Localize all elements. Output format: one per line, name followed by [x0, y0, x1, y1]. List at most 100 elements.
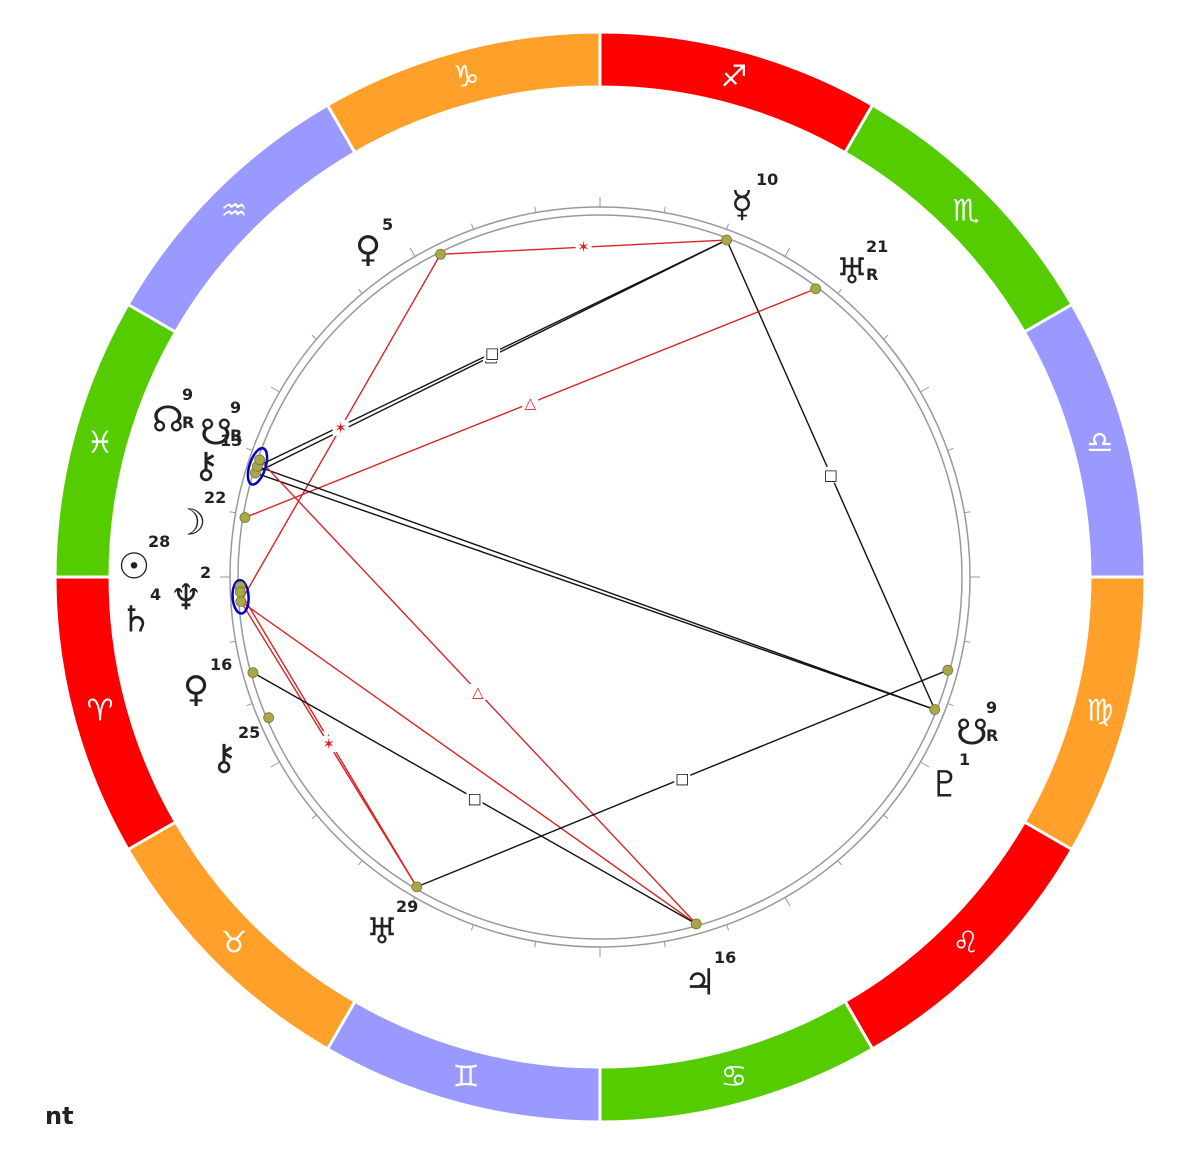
jupiter-glyph: ♃: [684, 963, 716, 1004]
aspect-symbol-bg: [674, 770, 691, 787]
lilith-glyph: ☋: [200, 413, 232, 454]
chiron-glyph: ⚷: [211, 738, 237, 779]
venus-top-degree: 5: [382, 215, 393, 234]
degree-tick: [470, 223, 474, 230]
degree-tick: [357, 288, 363, 294]
sun-degree: 28: [148, 532, 170, 551]
degree-tick: [246, 447, 253, 451]
sign-segment-virgo: [1022, 575, 1147, 852]
aspect-symbol-bg: [522, 395, 539, 412]
pisces-sign-glyph: ♓: [87, 426, 114, 461]
moon-position-dot: [239, 512, 251, 523]
jupiter-position-dot: [690, 918, 702, 930]
cancer-sign-glyph: ♋: [720, 1059, 747, 1094]
gemini-sign-glyph: ♊: [453, 1059, 480, 1094]
degree-tick: [663, 941, 666, 948]
virgo-sign-glyph: ♍: [1086, 693, 1113, 728]
aspect-symbol-square: □: [485, 344, 499, 362]
aspect-symbol-trine: △: [472, 683, 484, 701]
pluto-position-dot: [942, 664, 954, 676]
aspect-symbol-bg: [822, 466, 839, 483]
chiron-position-dot: [263, 712, 275, 724]
mercury-top-degree: 10: [756, 170, 778, 189]
zodiac-sign-ring: ♐♏♎♍♌♋♊♉♈♓♒♑: [53, 30, 1147, 1124]
degree-tick: [883, 334, 889, 340]
degree-tick: [229, 511, 236, 514]
south-node-retrograde: R: [986, 726, 998, 745]
aspect-symbol-bg: [575, 239, 592, 256]
degree-tick: [726, 924, 730, 931]
aspect-lines: ✶□□□△✶△✶✶□□: [231, 238, 948, 925]
uranus-glyph: ♅: [366, 912, 398, 953]
aspect-symbol-bg: [320, 736, 337, 753]
sign-segment-libra: [1022, 302, 1147, 579]
degree-tick: [534, 941, 537, 948]
aries-sign-glyph: ♈: [87, 693, 114, 728]
footer-label: nt: [45, 1102, 74, 1130]
degree-tick: [311, 814, 317, 820]
degree-tick: [920, 761, 930, 768]
leo-sign-glyph: ♌: [952, 925, 979, 960]
degree-tick: [947, 447, 954, 451]
sagittarius-sign-glyph: ♐: [720, 60, 747, 95]
degree-tick: [784, 247, 791, 257]
aspect-line-trine: [240, 600, 697, 925]
jupiter-degree: 16: [714, 948, 736, 967]
degree-tick: [470, 924, 474, 931]
sign-segment-aries: [53, 575, 178, 852]
degree-tick: [837, 860, 843, 866]
aspect-line-opposition: [255, 472, 935, 711]
sun-glyph: ☉: [118, 547, 150, 588]
degree-tick: [270, 386, 280, 393]
inner-degree-circle: [237, 214, 963, 940]
aspect-symbol-square: □: [824, 466, 838, 484]
uranus-degree: 29: [396, 897, 418, 916]
south-node-glyph: ☋: [956, 713, 988, 754]
degree-tick: [964, 511, 971, 514]
aspect-symbol-bg: [332, 419, 349, 436]
aspect-symbol-sextile: ✶: [334, 419, 347, 437]
uranus-h-position-dot: [810, 283, 822, 295]
neptune-position-dot: [234, 586, 246, 598]
uranus-h-retrograde: R: [866, 265, 878, 284]
degree-tick: [920, 386, 930, 393]
outer-degree-circle: [229, 206, 971, 948]
degree-tick: [409, 247, 416, 257]
south-node-degree: 9: [986, 698, 997, 717]
chiron-a-degree: 13: [220, 431, 242, 450]
degree-tick: [229, 640, 236, 643]
aspect-symbol-bg: [469, 683, 486, 700]
uranus-position-dot: [411, 881, 423, 893]
degree-tick: [784, 897, 791, 907]
venus-glyph: ♀: [183, 670, 209, 711]
moon-glyph: ☽: [174, 503, 206, 544]
taurus-sign-glyph: ♉: [221, 925, 248, 960]
degree-ring: [220, 197, 980, 957]
planet-positions: [234, 234, 954, 930]
aspect-symbol-sextile: ✶: [323, 735, 336, 753]
aspect-symbol-square: □: [675, 770, 689, 788]
chiron-a-position-dot: [254, 454, 266, 466]
aspect-line-opposition: [257, 465, 935, 711]
scorpio-sign-glyph: ♏: [952, 194, 979, 229]
sign-segment-capricorn: [325, 30, 602, 155]
degree-tick: [663, 206, 666, 213]
chiron-degree: 25: [238, 723, 260, 742]
chiron-a-glyph: ⚷: [193, 446, 219, 487]
uranus-h-degree: 21: [866, 237, 888, 256]
degree-tick: [726, 223, 730, 230]
saturn-position-dot: [235, 596, 247, 607]
venus-top-position-dot: [435, 248, 446, 260]
libra-sign-glyph: ♎: [1086, 426, 1113, 461]
moon-degree: 22: [204, 488, 226, 507]
venus-top-glyph: ♀: [355, 230, 381, 271]
aquarius-sign-glyph: ♒: [221, 194, 248, 229]
lilith-degree: 9: [230, 398, 241, 417]
degree-tick: [964, 640, 971, 643]
mercury-top-glyph: ☿: [731, 185, 753, 226]
degree-tick: [270, 761, 280, 768]
conjunction-marker: [246, 446, 269, 486]
neptune-degree: 2: [200, 563, 211, 582]
degree-tick: [311, 334, 317, 340]
degree-tick: [409, 897, 416, 907]
